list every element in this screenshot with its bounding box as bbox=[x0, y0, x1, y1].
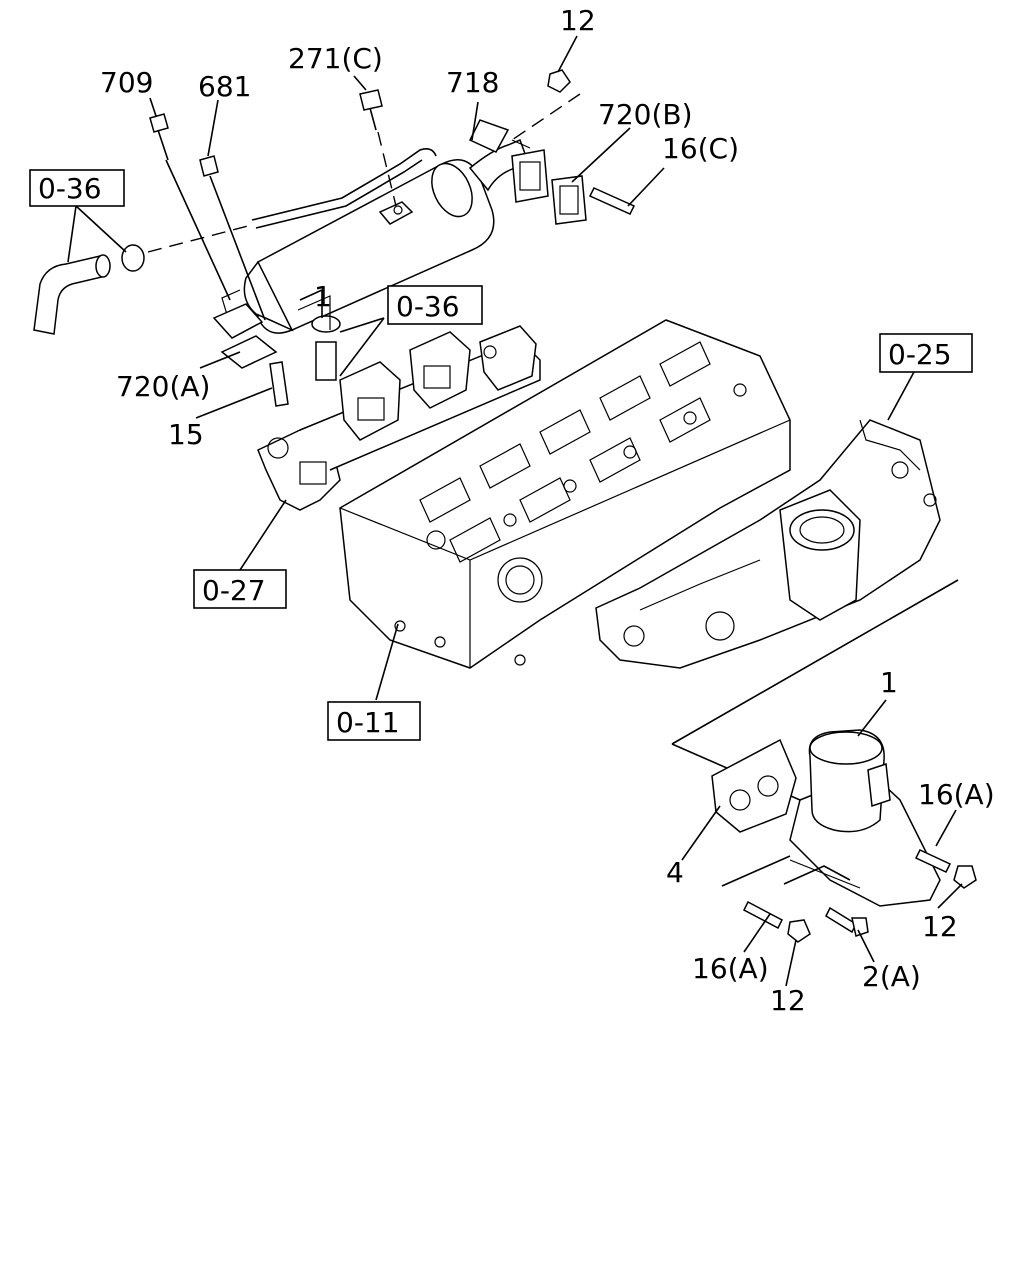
ref-box-0-25[interactable]: 0-25 bbox=[879, 333, 973, 373]
callout-2a: 2(A) bbox=[862, 960, 921, 993]
callout-4: 4 bbox=[666, 856, 684, 889]
ref-box-0-36-left[interactable]: 0-36 bbox=[29, 169, 125, 207]
callout-709: 709 bbox=[100, 66, 153, 99]
callout-15: 15 bbox=[168, 418, 204, 451]
leader-lines bbox=[67, 35, 963, 987]
egr-cooler-assembly bbox=[33, 69, 636, 407]
ref-label-0-25: 0-25 bbox=[888, 338, 952, 371]
callout-1-valve: 1 bbox=[880, 666, 898, 699]
callout-718: 718 bbox=[446, 66, 499, 99]
callout-720b: 720(B) bbox=[598, 98, 693, 131]
callout-16a-right: 16(A) bbox=[918, 778, 995, 811]
exhaust-manifold bbox=[257, 325, 541, 511]
callout-720a: 720(A) bbox=[116, 370, 210, 403]
callout-271c: 271(C) bbox=[288, 42, 383, 75]
ref-label-0-36-mid: 0-36 bbox=[396, 290, 460, 323]
callout-16c: 16(C) bbox=[662, 132, 739, 165]
ref-box-0-36-mid[interactable]: 0-36 bbox=[387, 285, 483, 325]
ref-box-0-27[interactable]: 0-27 bbox=[193, 569, 287, 609]
ref-label-0-36-left: 0-36 bbox=[38, 172, 102, 205]
cylinder-head bbox=[339, 319, 791, 669]
ref-box-0-11[interactable]: 0-11 bbox=[327, 701, 421, 741]
callout-12-right: 12 bbox=[922, 910, 958, 943]
callout-12-bottom: 12 bbox=[770, 984, 806, 1017]
ref-label-0-27: 0-27 bbox=[202, 574, 266, 607]
intake-manifold bbox=[595, 419, 941, 669]
ref-label-0-11: 0-11 bbox=[336, 706, 400, 739]
callout-16a-bottom: 16(A) bbox=[692, 952, 769, 985]
callout-12-top: 12 bbox=[560, 4, 596, 37]
callout-681: 681 bbox=[198, 70, 251, 103]
callout-1-clip: 1 bbox=[314, 280, 332, 313]
